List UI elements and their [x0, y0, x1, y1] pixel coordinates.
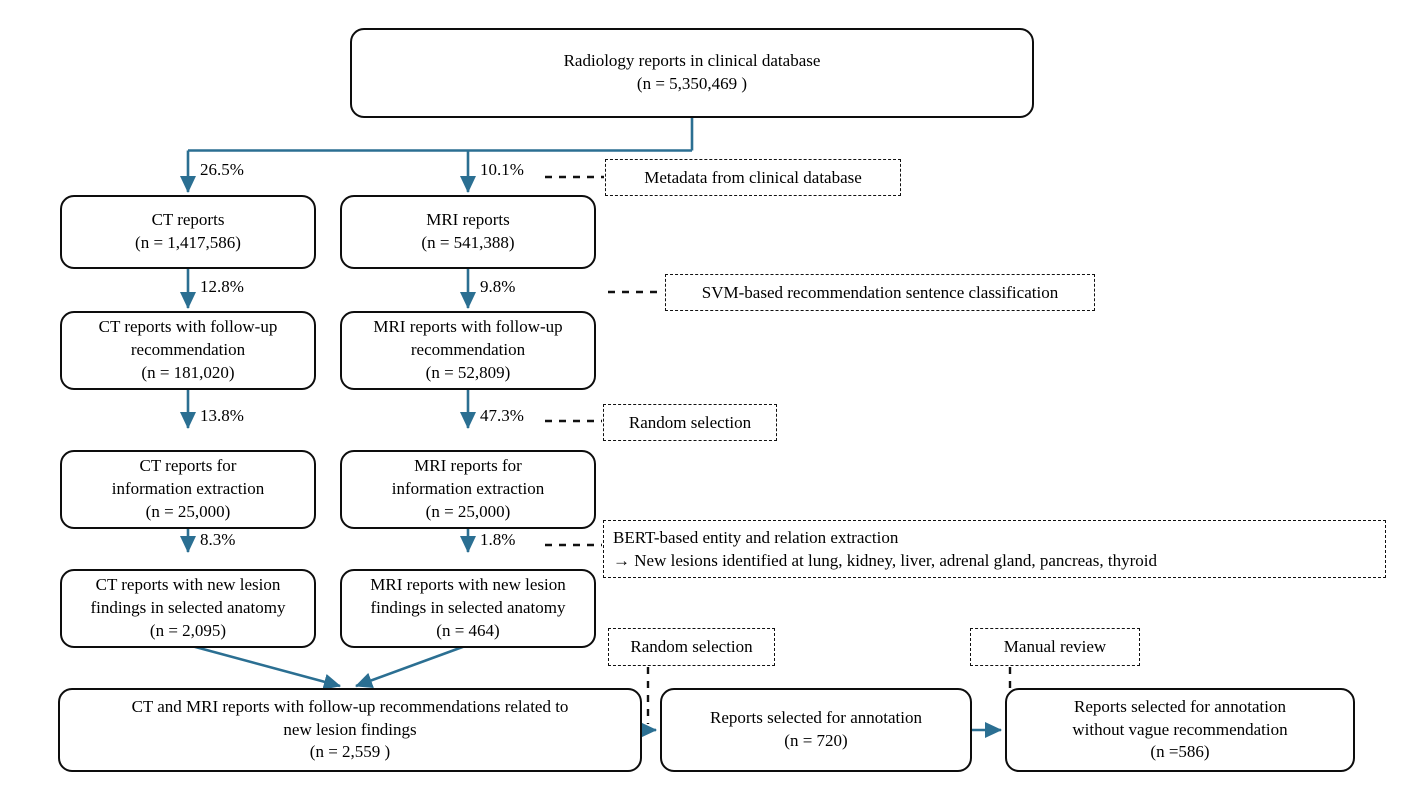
node-mri-reports: MRI reports (n = 541,388): [340, 195, 596, 269]
node-mri-lesion-line2: findings in selected anatomy: [370, 598, 566, 618]
node-mri-followup-line2: recommendation: [410, 340, 526, 360]
annotation-random-selection-mid-line1: Random selection: [628, 412, 752, 432]
annotation-svm: SVM-based recommendation sentence classi…: [665, 274, 1095, 311]
node-selected-annotation-line2: (n = 720): [784, 731, 848, 750]
node-mri-extraction-line1: MRI reports for: [414, 456, 522, 476]
node-ct-followup-line1: CT reports with follow-up: [98, 317, 278, 337]
node-selected-no-vague-line3: (n =586): [1150, 742, 1210, 762]
node-mri-followup-line1: MRI reports with follow-up: [373, 317, 563, 337]
node-mri-lesion: MRI reports with new lesion findings in …: [340, 569, 596, 648]
node-mri-lesion-line3: (n = 464): [436, 620, 500, 640]
annotation-random-selection-bottom-line1: Random selection: [630, 637, 753, 657]
percent-root-to-ct: 26.5%: [200, 160, 244, 179]
node-root-line2: (n = 5,350,469 ): [636, 74, 748, 93]
annotation-svm-line1: SVM-based recommendation sentence classi…: [701, 282, 1059, 302]
node-selected-annotation-line1: Reports selected for annotation: [710, 708, 922, 728]
node-combined-line1: CT and MRI reports with follow-up recomm…: [131, 696, 569, 716]
annotation-manual-review-line1: Manual review: [1003, 637, 1107, 657]
percent-ctfollowup-to-extraction: 13.8%: [200, 406, 244, 425]
node-ct-followup: CT reports with follow-up recommendation…: [60, 311, 316, 390]
node-mri-followup: MRI reports with follow-up recommendatio…: [340, 311, 596, 390]
node-root: Radiology reports in clinical database (…: [350, 28, 1034, 118]
node-ct-reports: CT reports (n = 1,417,586): [60, 195, 316, 269]
node-ct-extraction: CT reports for information extraction (n…: [60, 450, 316, 529]
node-ct-extraction-line2: information extraction: [111, 479, 265, 499]
connector-ctlesion-to-combined: [187, 643, 342, 690]
node-selected-annotation: Reports selected for annotation (n = 720…: [660, 688, 972, 772]
node-ct-followup-line3: (n = 181,020): [141, 362, 235, 382]
node-ct-lesion-line2: findings in selected anatomy: [90, 598, 286, 618]
annotation-random-selection-bottom: Random selection: [608, 628, 775, 666]
node-mri-reports-line1: MRI reports: [426, 210, 510, 230]
node-mri-reports-line2: (n = 541,388): [421, 233, 515, 252]
node-mri-lesion-line1: MRI reports with new lesion: [370, 575, 566, 595]
node-mri-extraction-line3: (n = 25,000): [425, 501, 511, 521]
node-combined-line2: new lesion findings: [283, 719, 417, 739]
node-ct-extraction-line1: CT reports for: [139, 456, 237, 476]
annotation-metadata: Metadata from clinical database: [605, 159, 901, 196]
node-mri-extraction-line2: information extraction: [391, 479, 545, 499]
connector-mrilesion-to-combined: [355, 643, 469, 689]
percent-mri-to-followup: 9.8%: [480, 277, 516, 296]
node-mri-followup-line3: (n = 52,809): [425, 362, 511, 382]
node-combined: CT and MRI reports with follow-up recomm…: [58, 688, 642, 772]
node-combined-line3: (n = 2,559 ): [309, 742, 391, 762]
node-ct-extraction-line3: (n = 25,000): [145, 501, 231, 521]
annotation-bert: BERT-based entity and relation extractio…: [603, 520, 1386, 578]
node-ct-reports-line1: CT reports: [151, 210, 225, 230]
node-selected-no-vague: Reports selected for annotation without …: [1005, 688, 1355, 772]
annotation-bert-line1: BERT-based entity and relation extractio…: [613, 527, 899, 547]
node-ct-followup-line2: recommendation: [130, 340, 246, 360]
annotation-random-selection-mid: Random selection: [603, 404, 777, 441]
node-ct-lesion-line3: (n = 2,095): [149, 620, 227, 640]
node-ct-reports-line2: (n = 1,417,586): [135, 233, 241, 252]
node-mri-extraction: MRI reports for information extraction (…: [340, 450, 596, 529]
node-ct-lesion-line1: CT reports with new lesion: [95, 575, 281, 595]
node-root-line1: Radiology reports in clinical database: [563, 51, 821, 71]
percent-root-to-mri: 10.1%: [480, 160, 524, 179]
annotation-manual-review: Manual review: [970, 628, 1140, 666]
annotation-metadata-line1: Metadata from clinical database: [644, 167, 862, 187]
percent-ctextraction-to-lesion: 8.3%: [200, 530, 236, 549]
annotation-bert-line2: → New lesions identified at lung, kidney…: [613, 551, 1157, 570]
percent-mrifollowup-to-extraction: 47.3%: [480, 406, 524, 425]
percent-ct-to-followup: 12.8%: [200, 277, 244, 296]
node-selected-no-vague-line1: Reports selected for annotation: [1074, 696, 1286, 716]
percent-mriextraction-to-lesion: 1.8%: [480, 530, 516, 549]
node-ct-lesion: CT reports with new lesion findings in s…: [60, 569, 316, 648]
node-selected-no-vague-line2: without vague recommendation: [1072, 719, 1288, 739]
